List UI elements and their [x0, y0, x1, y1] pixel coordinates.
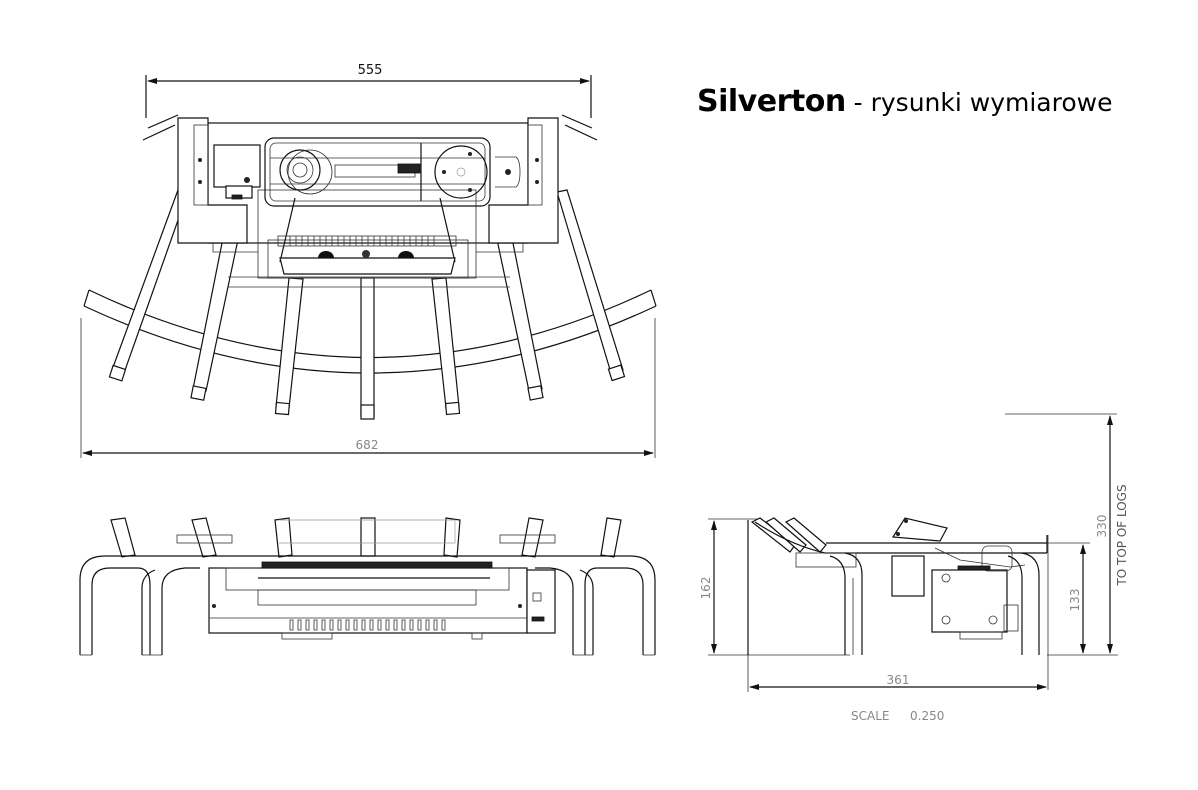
dimension-682: 682 — [80, 318, 656, 458]
dimension-555: 555 — [145, 63, 592, 118]
drawing-subtitle: - rysunki wymiarowe — [845, 88, 1113, 117]
dim-label-555: 555 — [358, 63, 383, 78]
dim-note-top-of-logs: TO TOP OF LOGS — [1115, 484, 1129, 586]
dim-label-330: 330 — [1095, 515, 1109, 538]
dim-label-133: 133 — [1068, 589, 1082, 612]
grate-bars — [108, 189, 626, 420]
dimension-330: 330 TO TOP OF LOGS — [1005, 413, 1129, 690]
dim-label-162: 162 — [699, 577, 713, 600]
dim-label-682: 682 — [356, 438, 379, 452]
product-name: Silverton — [697, 84, 846, 119]
drawing-title: Silverton - rysunki wymiarowe — [697, 84, 1112, 119]
side-body — [747, 517, 1048, 655]
dim-label-361: 361 — [887, 673, 910, 687]
dimension-361: 361 — [747, 655, 1047, 692]
side-view: 162 — [699, 413, 1129, 723]
scale-label: SCALE — [851, 709, 889, 723]
burner-body — [177, 117, 559, 288]
vent-slots — [289, 236, 435, 246]
front-log-supports — [110, 517, 622, 558]
top-view: 555 — [80, 63, 657, 458]
scale-value: 0.250 — [910, 709, 944, 723]
scale-note: SCALE 0.250 — [851, 709, 944, 723]
front-view — [79, 517, 656, 656]
dimension-133: 133 — [1047, 542, 1118, 656]
front-burner-box — [208, 561, 556, 640]
front-legs — [79, 555, 656, 656]
dimension-162: 162 — [699, 518, 850, 656]
front-vent-slots — [289, 619, 446, 631]
